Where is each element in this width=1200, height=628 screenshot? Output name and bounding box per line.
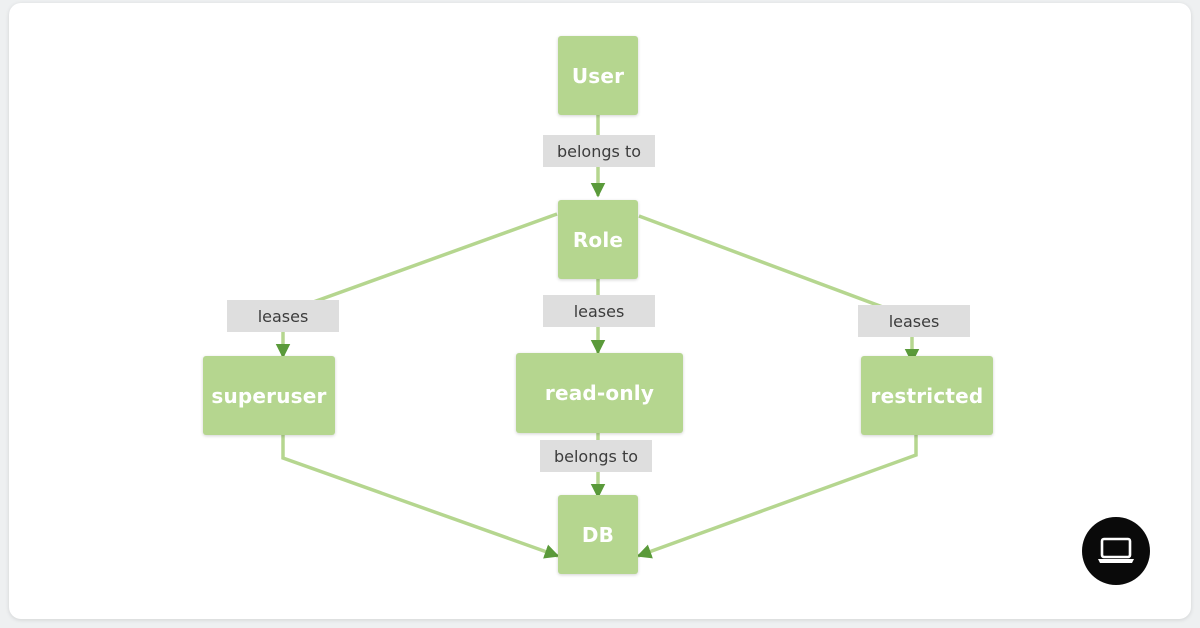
edge-role-superuser: [275, 212, 558, 359]
node-role[interactable]: Role: [558, 200, 638, 279]
edge-restricted-db: [636, 435, 918, 559]
edge-label-read-only-db: belongs to: [540, 440, 652, 472]
edge-label-role-superuser: leases: [227, 300, 339, 332]
node-user[interactable]: User: [558, 36, 638, 115]
node-superuser[interactable]: superuser: [203, 356, 335, 435]
node-db[interactable]: DB: [558, 495, 638, 574]
edge-label-user-role: belongs to: [543, 135, 655, 167]
diagram-card: belongs to leases leases leases belongs …: [9, 3, 1191, 619]
laptop-button[interactable]: [1082, 517, 1150, 585]
node-restricted[interactable]: restricted: [861, 356, 993, 435]
edge-label-role-restricted: leases: [858, 305, 970, 337]
edge-superuser-db: [281, 435, 560, 559]
laptop-icon: [1096, 536, 1136, 566]
edge-role-restricted: [638, 214, 920, 364]
edge-label-role-read-only: leases: [543, 295, 655, 327]
node-read-only[interactable]: read-only: [516, 353, 683, 433]
